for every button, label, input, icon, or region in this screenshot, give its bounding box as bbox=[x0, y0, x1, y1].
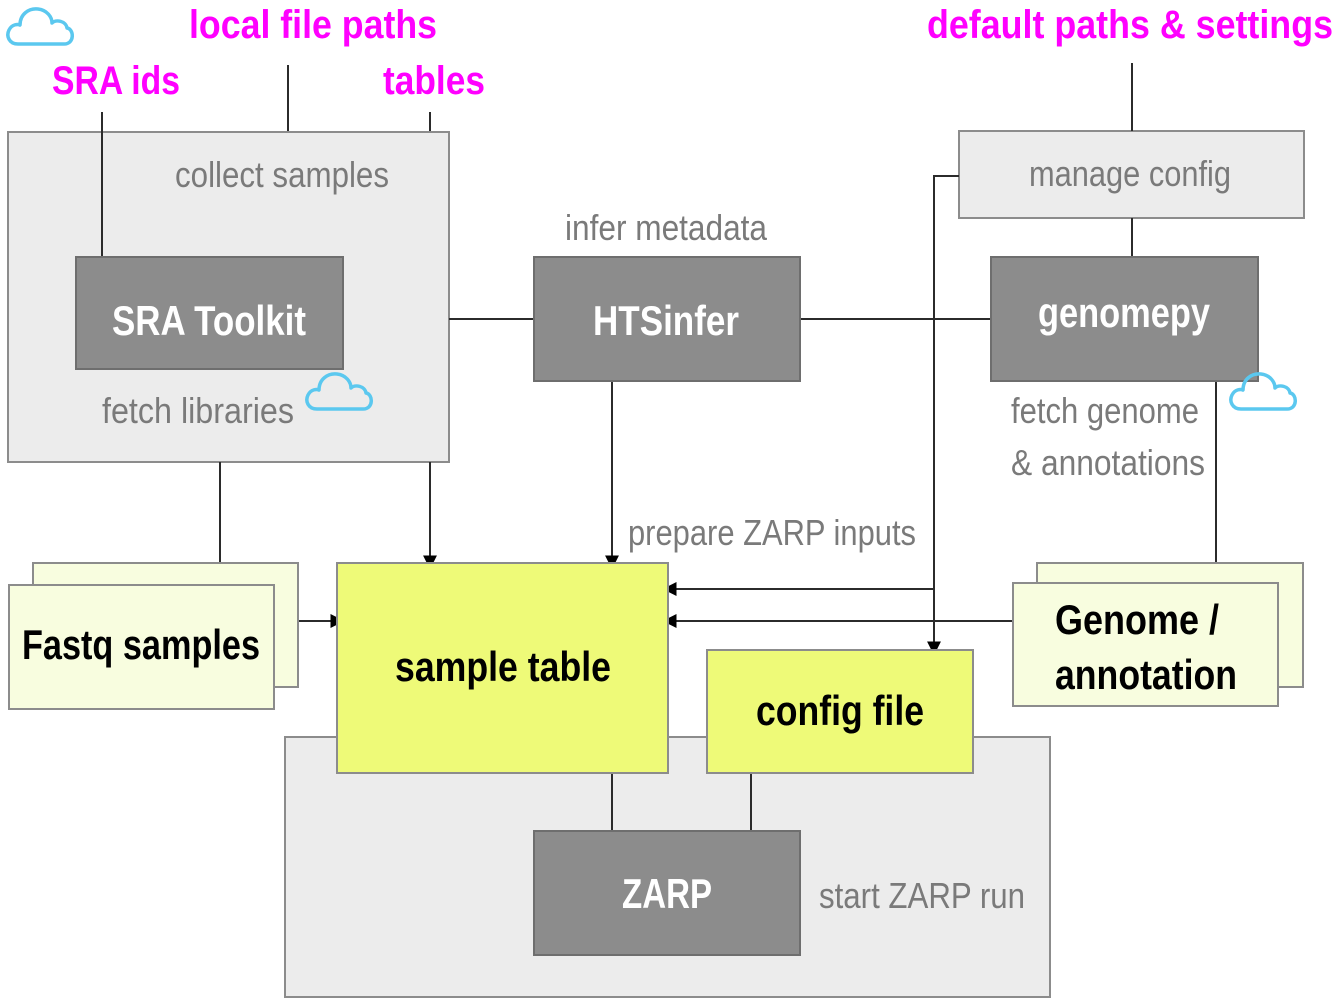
zarp-box bbox=[533, 830, 801, 956]
infer-metadata-label: infer metadata bbox=[565, 207, 768, 248]
manage-config-label: manage config bbox=[1029, 153, 1231, 194]
genome-label: Genome / bbox=[1055, 596, 1219, 643]
start-zarp-run-label: start ZARP run bbox=[819, 875, 1025, 916]
connectors bbox=[101, 63, 1217, 831]
zarp-label: ZARP bbox=[622, 870, 712, 917]
prepare-zarp-inputs-label: prepare ZARP inputs bbox=[628, 512, 916, 553]
fastq-samples-label: Fastq samples bbox=[22, 621, 260, 668]
collect-samples-label: collect samples bbox=[175, 154, 389, 195]
config-file-box bbox=[706, 649, 974, 774]
sra-toolkit-label: SRA Toolkit bbox=[112, 297, 306, 344]
sra-ids-label: SRA ids bbox=[52, 59, 180, 103]
tables-label: tables bbox=[383, 59, 485, 103]
config-file-label: config file bbox=[756, 687, 924, 734]
sample-table-box bbox=[336, 562, 669, 774]
htsinfer-label: HTSinfer bbox=[593, 297, 739, 344]
genomepy-label: genomepy bbox=[1038, 289, 1211, 336]
fastq-samples-box bbox=[8, 584, 275, 710]
sample-table-label: sample table bbox=[395, 643, 611, 690]
genomepy-box bbox=[990, 256, 1259, 382]
annotation-label: annotation bbox=[1055, 651, 1237, 698]
manage-config-group bbox=[958, 130, 1305, 219]
genome-annotation-box bbox=[1012, 582, 1279, 707]
default-paths-settings-label: default paths & settings bbox=[927, 3, 1333, 47]
fetch-libraries-label: fetch libraries bbox=[102, 390, 294, 431]
fetch-genome-label: fetch genome bbox=[1011, 390, 1199, 431]
htsinfer-box bbox=[533, 256, 801, 382]
sra-toolkit-box bbox=[75, 256, 344, 370]
cloud-icon bbox=[6, 7, 75, 46]
local-file-paths-label: local file paths bbox=[189, 3, 437, 47]
annotations-label: & annotations bbox=[1011, 442, 1205, 483]
